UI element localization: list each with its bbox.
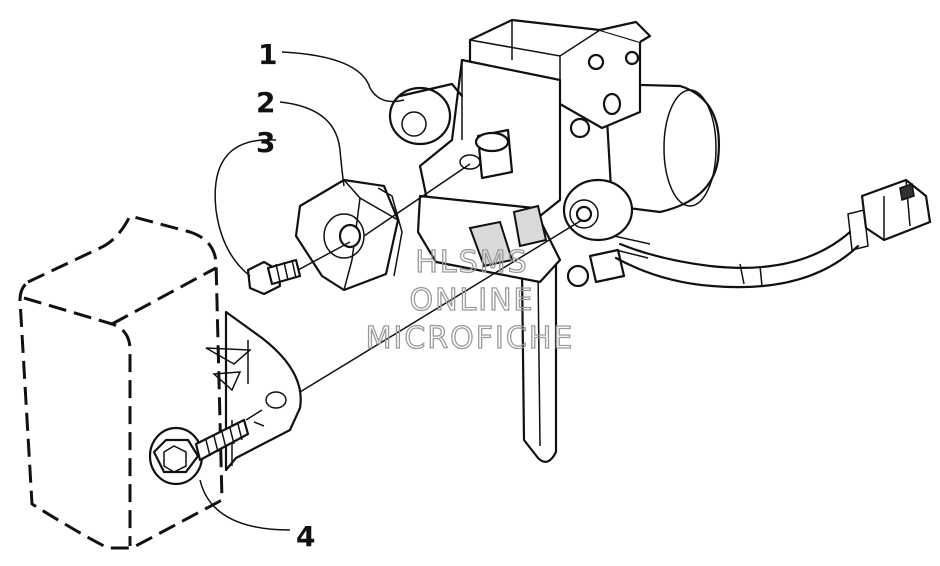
callout-4: 4 <box>296 520 315 553</box>
callout-3: 3 <box>256 126 275 159</box>
watermark-line-3: MICROFICHE <box>366 321 575 356</box>
watermark-line-1: HLSMS <box>415 245 528 280</box>
harness-connector <box>860 178 932 242</box>
callout-2: 2 <box>256 86 275 119</box>
sensor-assembly <box>388 18 720 288</box>
small-bolt <box>246 258 302 296</box>
sensor-cover <box>18 214 249 550</box>
large-bolt <box>148 418 250 486</box>
coupler <box>294 178 403 292</box>
callout-1: 1 <box>258 38 277 71</box>
leader-lines <box>199 51 405 531</box>
assembly-lines <box>245 163 583 421</box>
bracket-stem <box>520 260 558 463</box>
wire-harness <box>613 209 869 289</box>
watermark-line-2: ONLINE <box>409 283 534 318</box>
